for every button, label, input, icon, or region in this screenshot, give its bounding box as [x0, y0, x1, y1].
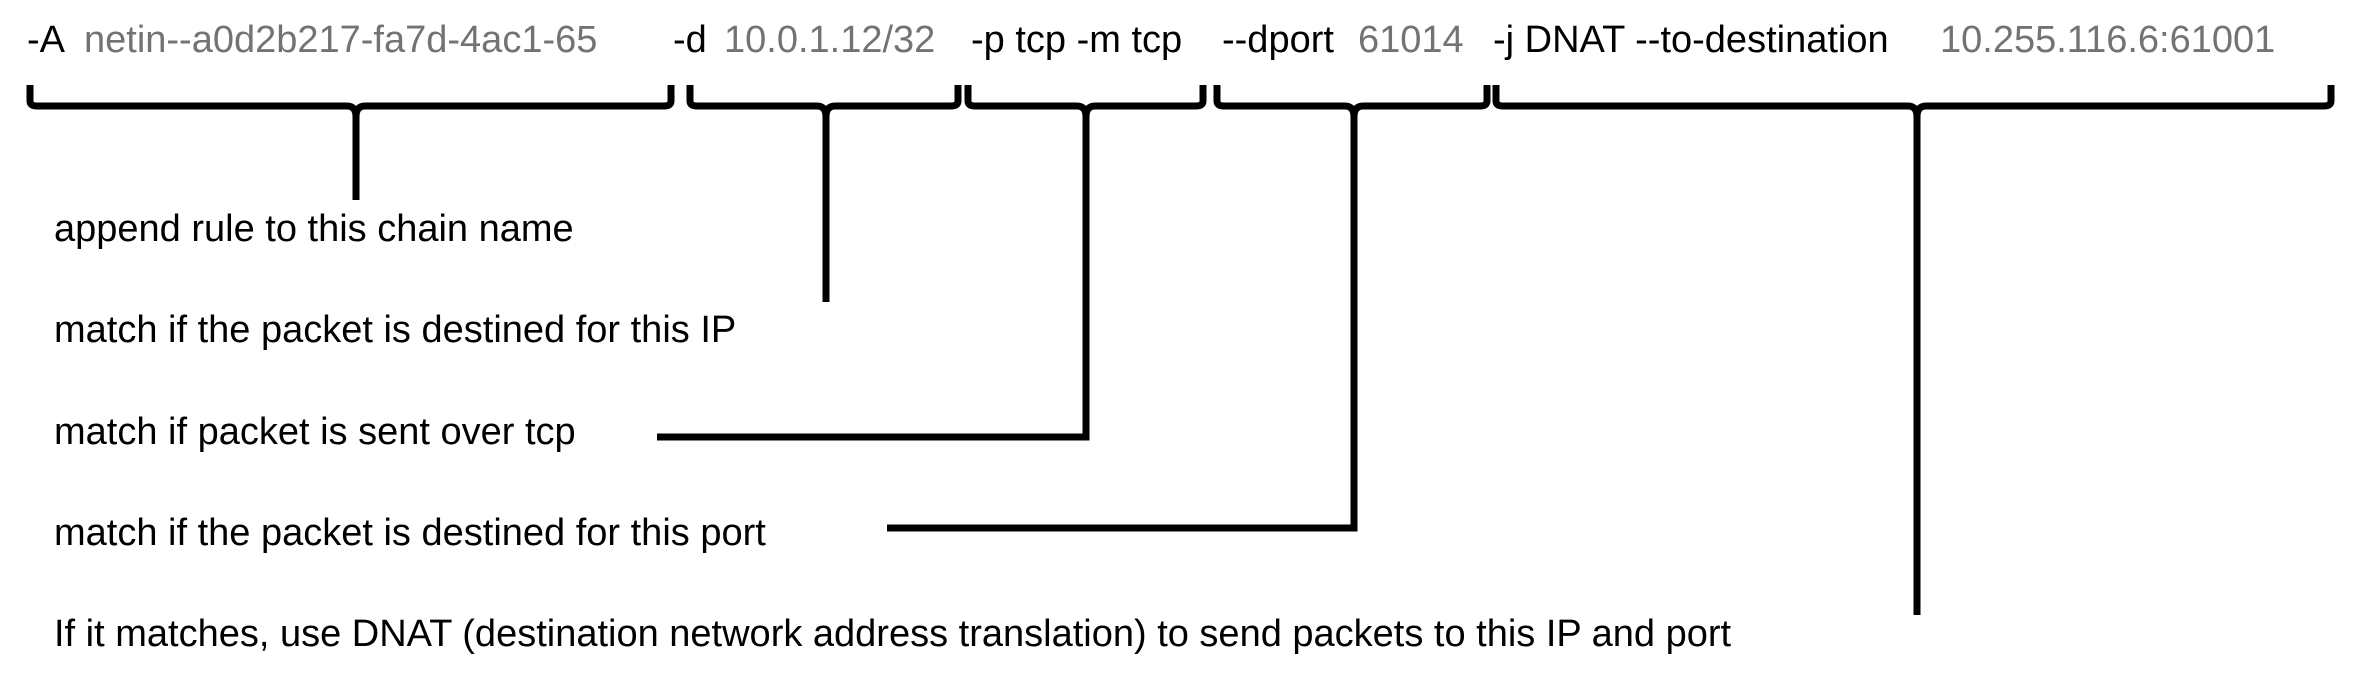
- leader-dest-port: [887, 112, 1358, 532]
- opt-dport: --dport: [1222, 19, 1334, 61]
- to-destination: 10.255.116.6:61001: [1940, 19, 2275, 61]
- annotation-tcp: match if packet is sent over tcp: [54, 411, 576, 453]
- annotation-append-rule: append rule to this chain name: [54, 208, 574, 250]
- opt-dest: -d: [673, 19, 707, 61]
- annotation-dnat: If it matches, use DNAT (destination net…: [54, 613, 1732, 655]
- opt-jump: -j DNAT --to-destination: [1493, 19, 1889, 61]
- annotations: append rule to this chain name match if …: [54, 208, 1732, 655]
- annotation-dest-ip: match if the packet is destined for this…: [54, 309, 736, 351]
- opt-append: -A: [27, 19, 66, 61]
- dport-value: 61014: [1358, 19, 1464, 61]
- leader-tcp: [657, 112, 1090, 441]
- dest-ip: 10.0.1.12/32: [724, 19, 935, 61]
- command-line: -A netin--a0d2b217-fa7d-4ac1-65 -d 10.0.…: [27, 19, 2275, 61]
- opt-proto: -p tcp -m tcp: [971, 19, 1182, 61]
- brace-chain-name: [26, 85, 675, 118]
- chain-name: netin--a0d2b217-fa7d-4ac1-65: [84, 19, 597, 61]
- leader-lines: [352, 112, 1921, 615]
- annotation-dest-port: match if the packet is destined for this…: [54, 512, 766, 554]
- braces: [26, 85, 2335, 118]
